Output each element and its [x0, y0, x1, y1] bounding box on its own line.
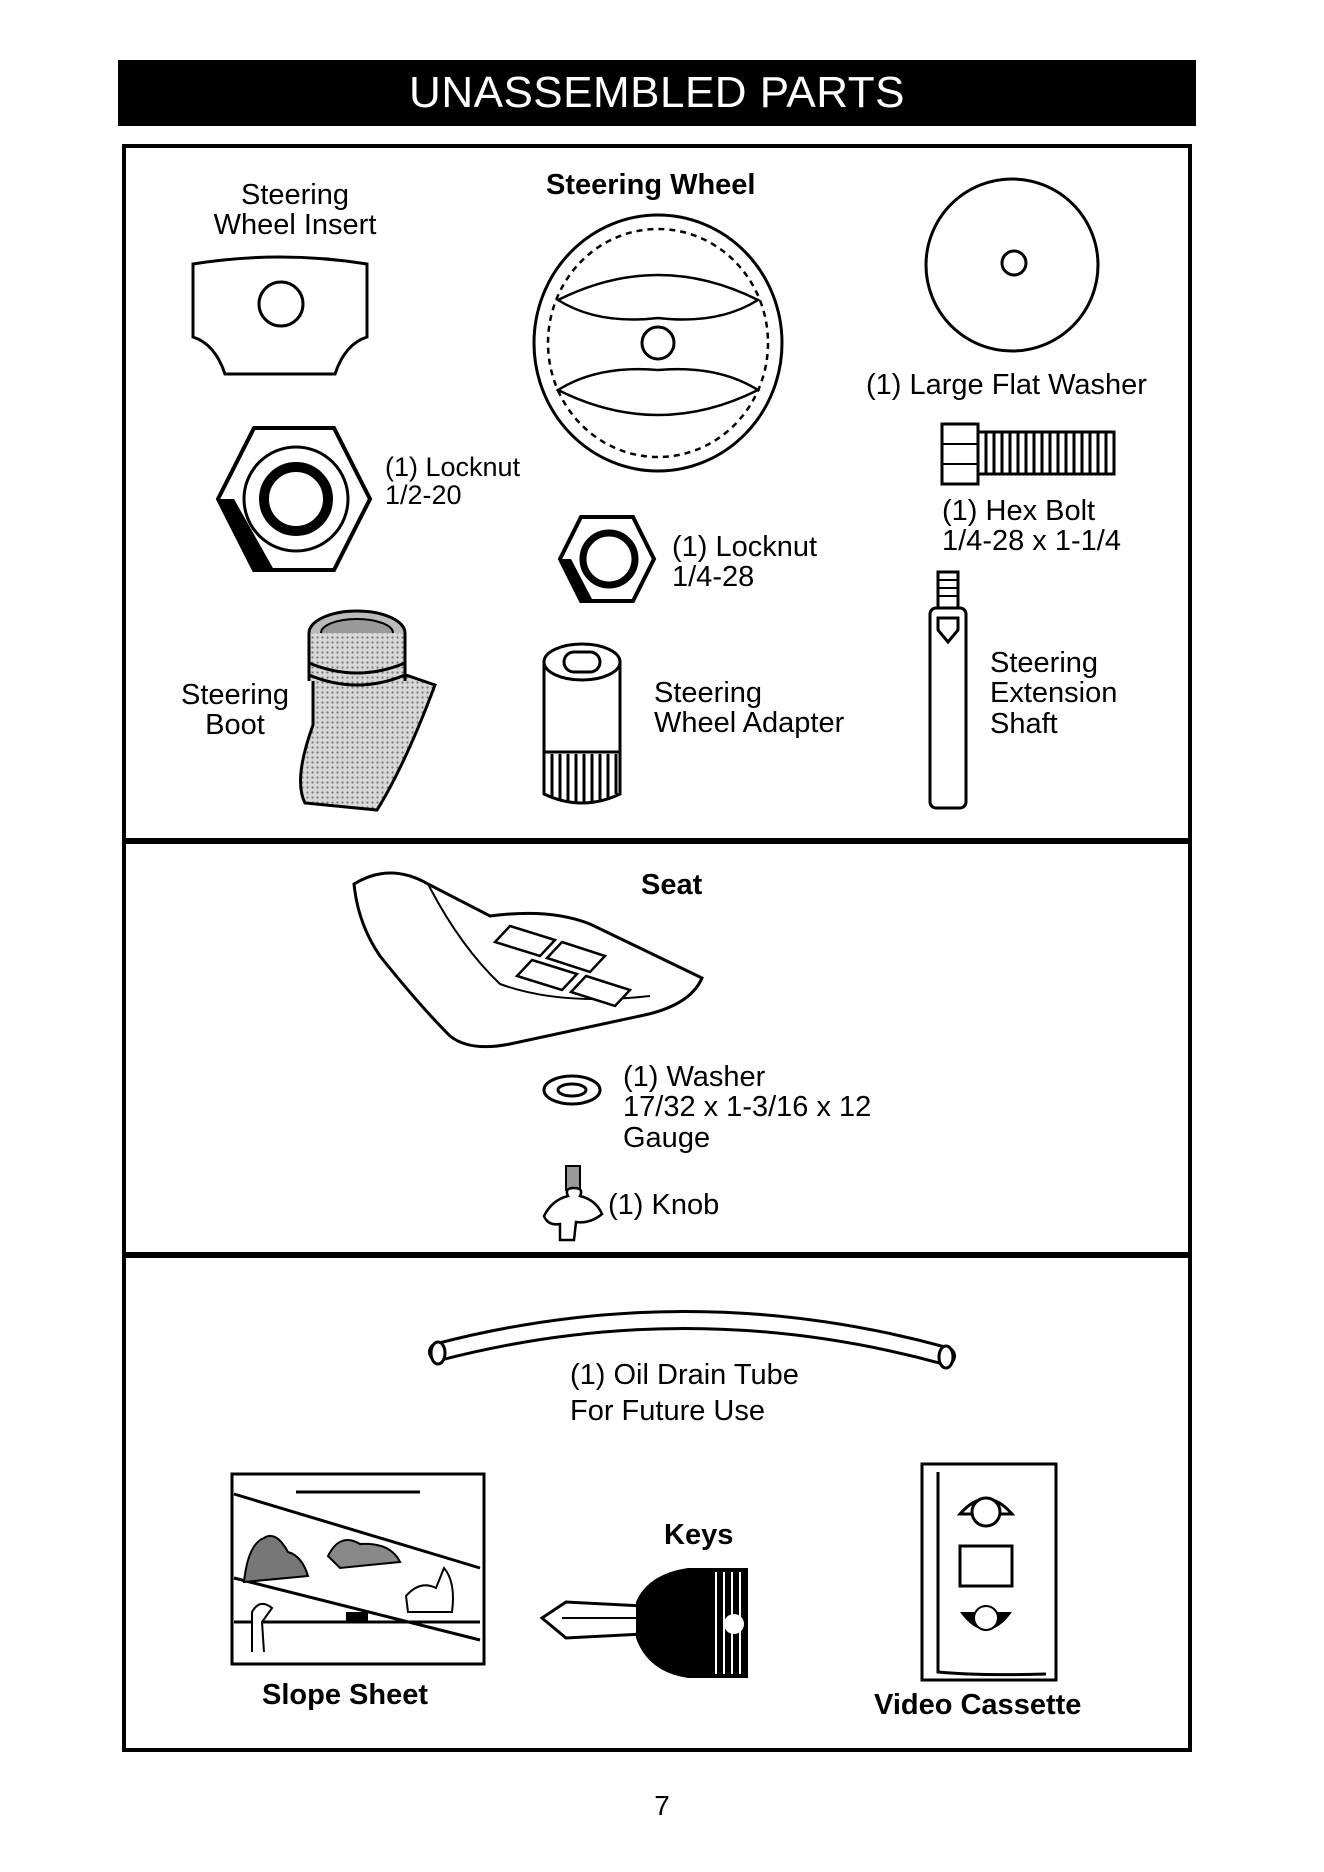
- slope-sheet-icon: [230, 1472, 486, 1666]
- label-keys: Keys: [664, 1520, 733, 1550]
- label-steering-extension-shaft: Steering Extension Shaft: [990, 648, 1117, 739]
- washer-icon: [541, 1072, 603, 1108]
- key-icon: [538, 1562, 754, 1684]
- label-slope-sheet: Slope Sheet: [262, 1680, 428, 1710]
- steering-wheel-insert-icon: [185, 252, 375, 382]
- label-steering-wheel-insert: Steering Wheel Insert: [190, 180, 400, 241]
- large-flat-washer-icon: [922, 175, 1102, 355]
- page-header: UNASSEMBLED PARTS: [118, 60, 1196, 126]
- hex-bolt-icon: [938, 416, 1118, 492]
- steering-wheel-icon: [528, 210, 788, 480]
- page-title: UNASSEMBLED PARTS: [409, 68, 905, 117]
- label-steering-wheel: Steering Wheel: [546, 170, 756, 200]
- knob-icon: [538, 1162, 606, 1244]
- label-hex-bolt: (1) Hex Bolt 1/4-28 x 1-1/4: [942, 496, 1121, 557]
- video-cassette-icon: [920, 1462, 1058, 1682]
- label-steering-boot: Steering Boot: [170, 680, 300, 741]
- steering-wheel-adapter-icon: [540, 640, 624, 810]
- label-locknut-small: (1) Locknut 1/4-28: [672, 532, 817, 593]
- label-knob: (1) Knob: [608, 1190, 719, 1220]
- label-locknut-large: (1) Locknut 1/2-20: [385, 453, 520, 510]
- label-washer: (1) Washer 17/32 x 1-3/16 x 12 Gauge: [623, 1062, 871, 1153]
- locknut-small-icon: [557, 514, 657, 604]
- label-oil-drain-tube: (1) Oil Drain Tube For Future Use: [570, 1360, 799, 1427]
- label-large-flat-washer: (1) Large Flat Washer: [866, 370, 1147, 400]
- label-steering-wheel-adapter: Steering Wheel Adapter: [654, 678, 844, 739]
- page-number: 7: [0, 1790, 1324, 1822]
- label-seat: Seat: [641, 870, 702, 900]
- locknut-large-icon: [214, 424, 374, 574]
- steering-extension-shaft-icon: [926, 568, 970, 818]
- label-video-cassette: Video Cassette: [874, 1690, 1081, 1720]
- steering-boot-icon: [285, 605, 445, 815]
